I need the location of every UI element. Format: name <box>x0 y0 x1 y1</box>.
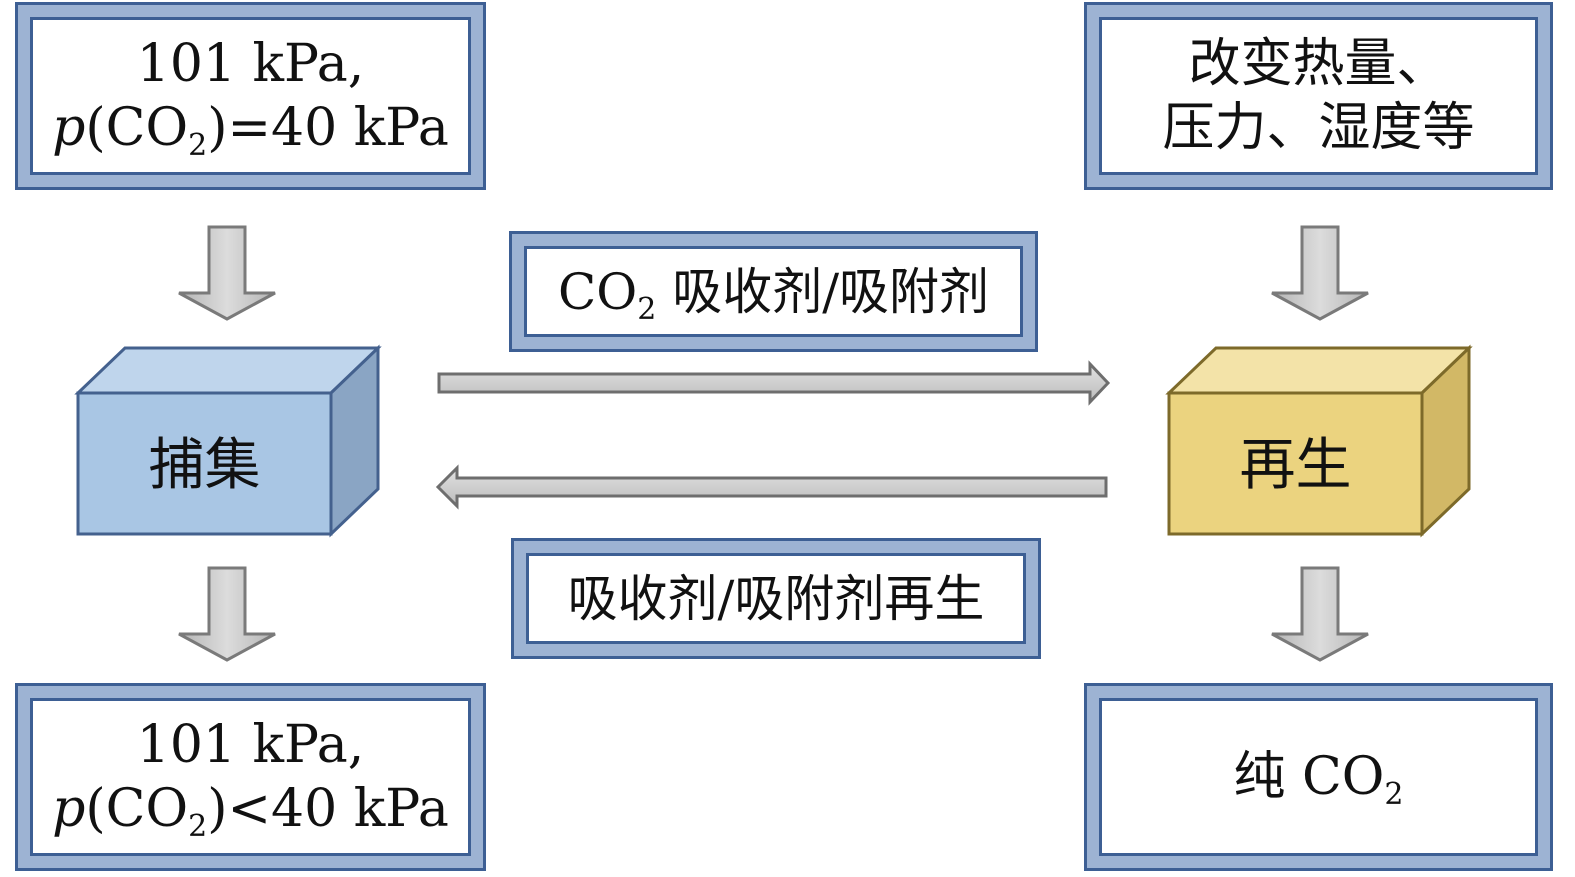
sorbent-label-box: CO2 吸收剂/吸附剂 <box>509 231 1038 352</box>
right-arrow <box>437 360 1111 406</box>
input-co2-partial-pressure: p(CO2)=40 kPa <box>52 98 449 163</box>
output-co2-partial-pressure: p(CO2)<40 kPa <box>52 779 449 844</box>
capture-cube <box>74 344 382 538</box>
pure-co2-box: 纯 CO2 <box>1084 683 1553 871</box>
down-arrow-left-top <box>178 225 276 321</box>
input-condition-box: 101 kPa, p(CO2)=40 kPa <box>15 2 486 190</box>
pure-co2-label: 纯 CO2 <box>1233 747 1404 812</box>
down-arrow-right-top <box>1271 225 1369 321</box>
regen-label: 再生 <box>1239 433 1352 498</box>
regen-condition-line1: 改变热量、 <box>1188 34 1449 94</box>
left-arrow <box>435 464 1108 510</box>
capture-label: 捕集 <box>148 433 261 498</box>
output-pressure: 101 kPa, <box>136 715 365 775</box>
sorbent-label: CO2 吸收剂/吸附剂 <box>557 262 990 327</box>
sorbent-regen-label: 吸收剂/吸附剂再生 <box>567 569 985 628</box>
output-condition-box: 101 kPa, p(CO2)<40 kPa <box>15 683 486 871</box>
regen-condition-box: 改变热量、 压力、湿度等 <box>1084 2 1553 190</box>
input-pressure: 101 kPa, <box>136 34 365 94</box>
down-arrow-left-bottom <box>178 566 276 662</box>
regen-cube <box>1165 344 1473 538</box>
sorbent-regen-label-box: 吸收剂/吸附剂再生 <box>511 538 1041 659</box>
down-arrow-right-bottom <box>1271 566 1369 662</box>
regen-condition-line2: 压力、湿度等 <box>1162 98 1475 158</box>
